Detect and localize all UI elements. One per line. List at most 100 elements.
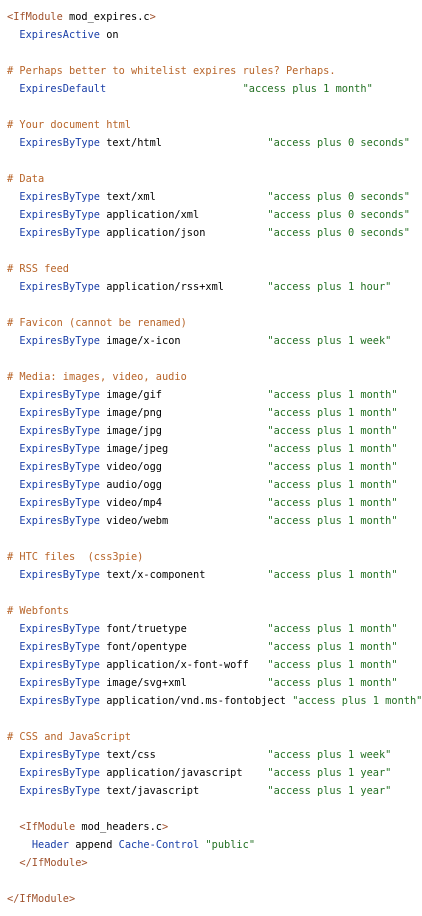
comment-token: # Data <box>7 173 45 185</box>
text-token <box>7 785 19 797</box>
code-line: ExpiresDefault "access plus 1 month" <box>7 80 418 98</box>
code-line: ExpiresByType image/jpg "access plus 1 m… <box>7 422 418 440</box>
code-line: # Favicon (cannot be renamed) <box>7 314 418 332</box>
directive-token: ExpiresByType <box>19 515 100 527</box>
code-line <box>7 530 418 548</box>
text-token <box>7 83 19 95</box>
code-line: </IfModule> <box>7 854 418 872</box>
directive-token: ExpiresByType <box>19 569 100 581</box>
directive-token: ExpiresByType <box>19 209 100 221</box>
text-token <box>7 497 19 509</box>
text-token <box>7 857 19 869</box>
code-line: Header append Cache-Control "public" <box>7 836 418 854</box>
comment-token: # CSS and JavaScript <box>7 731 131 743</box>
text-token <box>7 641 19 653</box>
text-token: application/json <box>100 227 268 239</box>
text-token: append <box>69 839 119 851</box>
text-token <box>7 623 19 635</box>
text-token: text/xml <box>100 191 268 203</box>
code-line <box>7 296 418 314</box>
code-line <box>7 98 418 116</box>
comment-token: # RSS feed <box>7 263 69 275</box>
code-line: ExpiresByType application/json "access p… <box>7 224 418 242</box>
text-token <box>7 227 19 239</box>
text-token: image/gif <box>100 389 268 401</box>
text-token <box>7 767 19 779</box>
text-token: font/opentype <box>100 641 268 653</box>
directive-token: ExpiresByType <box>19 479 100 491</box>
code-line: # RSS feed <box>7 260 418 278</box>
text-token: image/jpeg <box>100 443 268 455</box>
string-token: "access plus 1 year" <box>267 767 392 779</box>
code-line: ExpiresByType application/x-font-woff "a… <box>7 656 418 674</box>
string-token: "access plus 1 month" <box>267 497 398 509</box>
text-token: video/mp4 <box>100 497 268 509</box>
directive-token: ExpiresByType <box>19 461 100 473</box>
code-line <box>7 350 418 368</box>
text-token <box>7 443 19 455</box>
string-token: "access plus 1 year" <box>267 785 392 797</box>
code-line: ExpiresByType text/html "access plus 0 s… <box>7 134 418 152</box>
text-token: font/truetype <box>100 623 268 635</box>
text-token: on <box>100 29 119 41</box>
comment-token: # Webfonts <box>7 605 69 617</box>
text-token <box>7 335 19 347</box>
text-token: video/webm <box>100 515 268 527</box>
text-token <box>7 461 19 473</box>
text-token: image/jpg <box>100 425 268 437</box>
directive-token: ExpiresByType <box>19 227 100 239</box>
code-line: ExpiresByType text/x-component "access p… <box>7 566 418 584</box>
text-token: text/x-component <box>100 569 268 581</box>
string-token: "access plus 1 month" <box>267 677 398 689</box>
directive-token: ExpiresByType <box>19 641 100 653</box>
text-token <box>106 83 242 95</box>
code-line: ExpiresByType text/xml "access plus 0 se… <box>7 188 418 206</box>
code-line: ExpiresByType application/rss+xml "acces… <box>7 278 418 296</box>
code-line: # HTC files (css3pie) <box>7 548 418 566</box>
directive-token: ExpiresByType <box>19 749 100 761</box>
code-line: ExpiresByType image/jpeg "access plus 1 … <box>7 440 418 458</box>
directive-token: ExpiresByType <box>19 137 100 149</box>
tag-token: </IfModule> <box>7 893 76 905</box>
text-token <box>7 749 19 761</box>
code-line <box>7 710 418 728</box>
directive-token: ExpiresByType <box>19 695 100 707</box>
text-token <box>7 389 19 401</box>
text-token <box>7 281 19 293</box>
tag-token: <IfModule <box>7 11 69 23</box>
directive-token: ExpiresByType <box>19 335 100 347</box>
directive-token: ExpiresDefault <box>19 83 107 95</box>
directive-token: Header <box>31 839 70 851</box>
string-token: "access plus 1 month" <box>292 695 422 707</box>
text-token: application/rss+xml <box>100 281 268 293</box>
text-token: text/css <box>100 749 268 761</box>
code-line: ExpiresByType application/javascript "ac… <box>7 764 418 782</box>
tag-token: > <box>149 11 156 23</box>
text-token: mod_headers.c <box>81 821 162 833</box>
code-line: ExpiresByType font/opentype "access plus… <box>7 638 418 656</box>
code-line: ExpiresActive on <box>7 26 418 44</box>
string-token: "access plus 0 seconds" <box>267 191 410 203</box>
code-line <box>7 44 418 62</box>
directive-token: ExpiresByType <box>19 623 100 635</box>
code-line: </IfModule> <box>7 890 418 908</box>
string-token: "access plus 1 month" <box>267 407 398 419</box>
code-line: <IfModule mod_headers.c> <box>7 818 418 836</box>
code-line: # Data <box>7 170 418 188</box>
string-token: "access plus 1 month" <box>267 461 398 473</box>
string-token: "access plus 1 month" <box>267 425 398 437</box>
code-line: # Your document html <box>7 116 418 134</box>
code-line: ExpiresByType image/gif "access plus 1 m… <box>7 386 418 404</box>
directive-token: ExpiresByType <box>19 191 100 203</box>
text-token: mod_expires.c <box>69 11 150 23</box>
code-line: ExpiresByType image/svg+xml "access plus… <box>7 674 418 692</box>
text-token: image/x-icon <box>100 335 268 347</box>
comment-token: # Media: images, video, audio <box>7 371 187 383</box>
string-token: "access plus 1 month" <box>267 659 398 671</box>
string-token: "access plus 0 seconds" <box>267 209 410 221</box>
directive-token: ExpiresByType <box>19 443 100 455</box>
directive-token: ExpiresByType <box>19 767 100 779</box>
string-token: "access plus 1 month" <box>267 641 398 653</box>
code-line: # CSS and JavaScript <box>7 728 418 746</box>
